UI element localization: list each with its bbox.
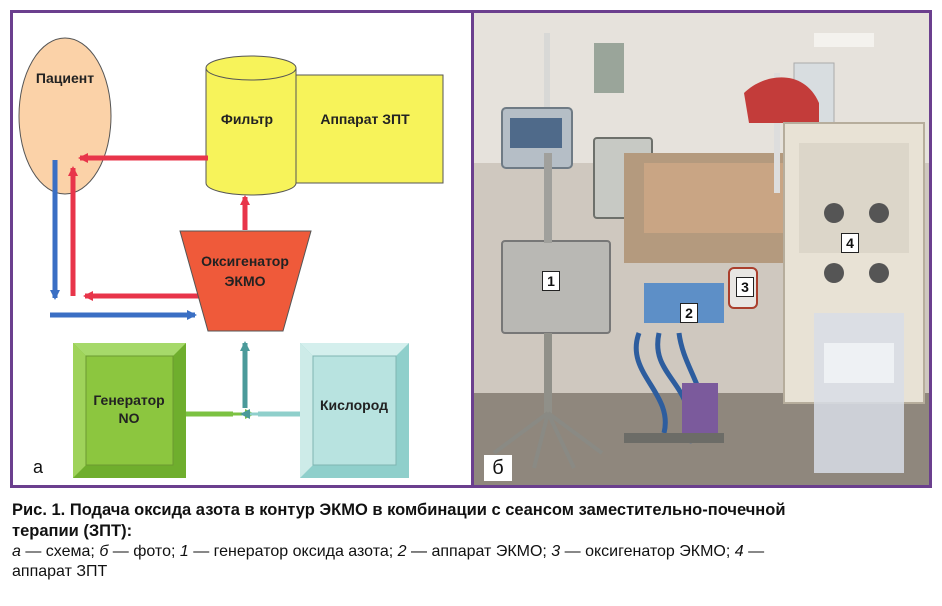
caption-item-a-letter: а bbox=[12, 543, 21, 560]
caption-item-2-text: — аппарат ЭКМО; bbox=[406, 543, 552, 560]
caption-body: а — схема; б — фото; 1 — генератор оксид… bbox=[12, 542, 932, 582]
photo-label-3: 3 bbox=[736, 277, 754, 297]
generator-bevel-left bbox=[73, 343, 86, 478]
generator-node bbox=[85, 355, 174, 466]
photo-illustration bbox=[474, 13, 929, 485]
caption-item-b-text: — фото; bbox=[108, 543, 180, 560]
panel-a-scheme: Пациент Аппарат ЗПТ Фильтр Оксигенатор Э… bbox=[13, 13, 471, 485]
scheme-diagram: Пациент Аппарат ЗПТ Фильтр Оксигенатор Э… bbox=[18, 37, 444, 478]
generator-label-2: NO bbox=[119, 410, 140, 426]
caption-item-3-text: — оксигенатор ЭКМО; bbox=[560, 543, 735, 560]
caption-body-line2: аппарат ЗПТ bbox=[12, 563, 108, 580]
crrt-machine-label: Аппарат ЗПТ bbox=[320, 111, 410, 127]
oxygenator-node bbox=[179, 230, 312, 332]
oxygen-node bbox=[312, 355, 397, 466]
caption-item-a-text: — схема; bbox=[20, 543, 100, 560]
generator-label-1: Генератор bbox=[93, 392, 164, 408]
caption-item-2-num: 2 bbox=[397, 543, 407, 560]
photo-label-1: 1 bbox=[542, 271, 560, 291]
filter-top bbox=[205, 55, 297, 81]
caption-title-line1: Рис. 1. Подача оксида азота в контур ЭКМ… bbox=[12, 501, 786, 519]
caption-item-b-letter: б bbox=[99, 543, 109, 560]
oxygen-bevel-left bbox=[300, 343, 313, 478]
photo-label-4: 4 bbox=[841, 233, 859, 253]
caption-item-3-num: 3 bbox=[551, 543, 561, 560]
panel-b-photo: 1 2 3 4 б bbox=[474, 13, 929, 485]
generator-bevel-top bbox=[73, 343, 186, 356]
photo-label-2: 2 bbox=[680, 303, 698, 323]
crrt-machine-node bbox=[280, 74, 444, 184]
caption-body-line1: а — схема; б — фото; 1 — генератор оксид… bbox=[12, 542, 932, 562]
caption-item-1-text: — генератор оксида азота; bbox=[188, 543, 398, 560]
filter-label: Фильтр bbox=[221, 111, 273, 127]
panel-letter-a: а bbox=[33, 457, 44, 477]
oxygenator-label-1: Оксигенатор bbox=[201, 253, 289, 269]
caption-item-4-num: 4 bbox=[734, 543, 744, 560]
caption-item-4-text-1: — bbox=[743, 543, 765, 560]
caption-title: Рис. 1. Подача оксида азота в контур ЭКМ… bbox=[12, 500, 932, 542]
oxygen-bevel-top bbox=[300, 343, 409, 356]
caption-title-line2: терапии (ЗПТ): bbox=[12, 522, 133, 540]
oxygen-label: Кислород bbox=[320, 397, 388, 413]
figure-caption: Рис. 1. Подача оксида азота в контур ЭКМ… bbox=[12, 500, 932, 582]
caption-item-1-num: 1 bbox=[179, 543, 189, 560]
patient-label: Пациент bbox=[36, 70, 94, 86]
panel-letter-b: б bbox=[484, 455, 512, 481]
oxygenator-label-2: ЭКМО bbox=[224, 273, 265, 289]
filter-body bbox=[205, 67, 297, 196]
patient-node bbox=[18, 37, 112, 195]
panel-divider bbox=[471, 13, 474, 485]
